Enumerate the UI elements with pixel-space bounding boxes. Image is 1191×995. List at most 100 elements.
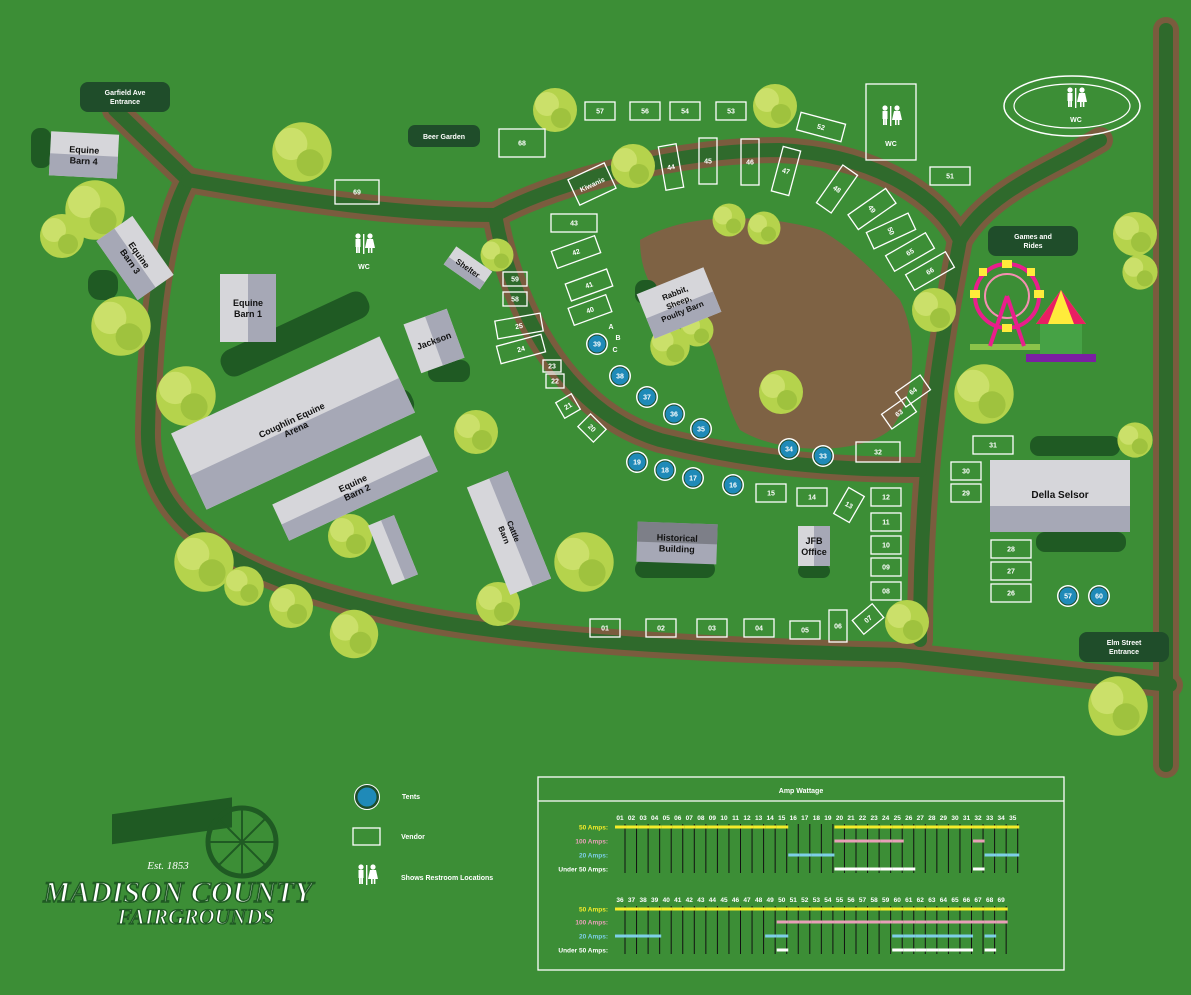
svg-text:Equine: Equine — [69, 144, 99, 156]
vendor-spot-45[interactable]: 45 — [698, 137, 718, 185]
vendor-spot-54[interactable]: 54 — [669, 101, 701, 121]
vendor-spot-48[interactable]: 48 — [815, 164, 859, 214]
amp-bar-under — [869, 867, 881, 871]
vendor-spot-59[interactable]: 59 — [502, 271, 528, 287]
building-cattle-barn[interactable]: Cattle Barn — [466, 470, 552, 596]
vendor-spot-08[interactable]: 08 — [870, 581, 902, 601]
vendor-spot-30[interactable]: 30 — [950, 461, 982, 481]
amp-column-number: 60 — [894, 897, 902, 904]
building-small-shed[interactable] — [368, 515, 418, 585]
vendor-number: 27 — [1007, 569, 1015, 576]
vendor-spot-57[interactable]: 57 — [584, 101, 616, 121]
vendor-spot-28[interactable]: 28 — [990, 539, 1032, 559]
tent-spot-17[interactable]: 17 — [682, 467, 704, 489]
restroom-center[interactable]: WC — [355, 233, 375, 271]
building-shelter[interactable]: Shelter — [443, 246, 493, 290]
vendor-spot-51[interactable]: 51 — [929, 166, 971, 186]
sign-elm-street-entrance[interactable]: Elm Street Entrance — [1079, 632, 1169, 662]
vendor-spot-44[interactable]: 44 — [657, 143, 685, 191]
vendor-spot-63[interactable]: 63 — [880, 396, 918, 430]
amp-bar-50 — [984, 825, 997, 829]
vendor-spot-26[interactable]: 26 — [990, 583, 1032, 603]
vendor-spot-56[interactable]: 56 — [629, 101, 661, 121]
tent-spot-60[interactable]: 60 — [1088, 585, 1110, 607]
vendor-spot-66[interactable]: 66 — [904, 250, 956, 292]
vendor-spot-29[interactable]: 29 — [950, 483, 982, 503]
vendor-spot-46[interactable]: 46 — [740, 138, 760, 186]
tent-spot-38[interactable]: 38 — [609, 365, 631, 387]
vendor-spot-20[interactable]: 20 — [576, 412, 608, 444]
sign-beer-garden[interactable]: Beer Garden — [408, 125, 480, 147]
tent-spot-19[interactable]: 19 — [626, 451, 648, 473]
vendor-spot-02[interactable]: 02 — [645, 618, 677, 638]
vendor-spot-22[interactable]: 22 — [545, 373, 565, 389]
vendor-spot-21[interactable]: 21 — [554, 392, 582, 420]
vendor-spot-40[interactable]: 40 — [567, 293, 613, 327]
tent-spot-57[interactable]: 57 — [1057, 585, 1079, 607]
vendor-spot-04[interactable]: 04 — [743, 618, 775, 638]
building-della-selsor[interactable]: Della Selsor — [990, 460, 1130, 532]
vendor-spot-14[interactable]: 14 — [796, 487, 828, 507]
vendor-spot-41[interactable]: 41 — [564, 268, 614, 302]
sign-games-and-rides[interactable]: Games and Rides — [988, 226, 1078, 256]
vendor-spot-07[interactable]: 07 — [851, 602, 885, 636]
tent-spot-18[interactable]: 18 — [654, 459, 676, 481]
vendor-spot-65[interactable]: 65 — [884, 231, 936, 273]
vendor-spot-23[interactable]: 23 — [542, 359, 562, 373]
amp-bar-100 — [857, 839, 870, 843]
vendor-spot-50[interactable]: 50 — [865, 212, 917, 250]
sign-garfield-entrance[interactable]: Garfield Ave Entrance — [80, 82, 170, 112]
vendor-spot-32[interactable]: 32 — [855, 441, 901, 463]
vendor-spot-06[interactable]: 06 — [828, 609, 848, 643]
restroom-north[interactable]: WC — [865, 83, 917, 161]
building-jackson[interactable]: Jackson — [403, 308, 465, 374]
vendor-spot-05[interactable]: 05 — [789, 620, 821, 640]
building-rabbit-sheep-poultry-barn[interactable]: Rabbit,Sheep,Poulty Barn — [636, 267, 722, 339]
vendor-spot-68[interactable]: 68 — [498, 128, 546, 158]
vendor-spot-31[interactable]: 31 — [972, 435, 1014, 455]
amp-column-number: 28 — [928, 815, 936, 822]
tent-spot-33[interactable]: 33 — [812, 445, 834, 467]
vendor-spot-42[interactable]: 42 — [550, 234, 602, 270]
tent-spot-35[interactable]: 35 — [690, 418, 712, 440]
tent-spot-16[interactable]: 16 — [722, 474, 744, 496]
vendor-spot-09[interactable]: 09 — [870, 557, 902, 577]
vendor-spot-13[interactable]: 13 — [832, 486, 866, 524]
svg-text:Garfield Ave: Garfield Ave — [105, 90, 146, 97]
restroom-east[interactable]: WC — [1067, 87, 1087, 124]
vendor-spot-43[interactable]: 43 — [550, 213, 598, 233]
amp-bar-under — [973, 867, 985, 871]
amp-bar-20 — [1007, 853, 1020, 857]
vendor-spot-24[interactable]: 24 — [495, 333, 547, 365]
tent-spot-39[interactable]: 39 — [586, 333, 608, 355]
tent-spot-34[interactable]: 34 — [778, 438, 800, 460]
vendor-spot-10[interactable]: 10 — [870, 535, 902, 555]
vendor-spot-49[interactable]: 49 — [847, 187, 897, 231]
vendor-spot-03[interactable]: 03 — [696, 618, 728, 638]
tent-spot-36[interactable]: 36 — [663, 403, 685, 425]
amp-bar-100 — [846, 920, 858, 924]
vendor-spot-01[interactable]: 01 — [589, 618, 621, 638]
amp-column-number: 13 — [755, 815, 763, 822]
vendor-spot-27[interactable]: 27 — [990, 561, 1032, 581]
vendor-spot-58[interactable]: 58 — [502, 291, 528, 307]
vendor-spot-15[interactable]: 15 — [755, 483, 787, 503]
tent-spot-37[interactable]: 37 — [636, 386, 658, 408]
amp-bar-50 — [949, 825, 962, 829]
vendor-spot-69[interactable]: 69 — [334, 179, 380, 205]
vendor-spot-12[interactable]: 12 — [870, 487, 902, 507]
vendor-spot-52[interactable]: 52 — [795, 111, 847, 143]
vendor-spot-53[interactable]: 53 — [715, 101, 747, 121]
vendor-spot-47[interactable]: 47 — [770, 145, 802, 197]
amp-column-number: 68 — [986, 897, 994, 904]
vendor-spot-11[interactable]: 11 — [870, 512, 902, 532]
vendor-spot-25[interactable]: 25 — [494, 312, 544, 340]
vendor-spot-64[interactable]: 64 — [894, 374, 932, 408]
